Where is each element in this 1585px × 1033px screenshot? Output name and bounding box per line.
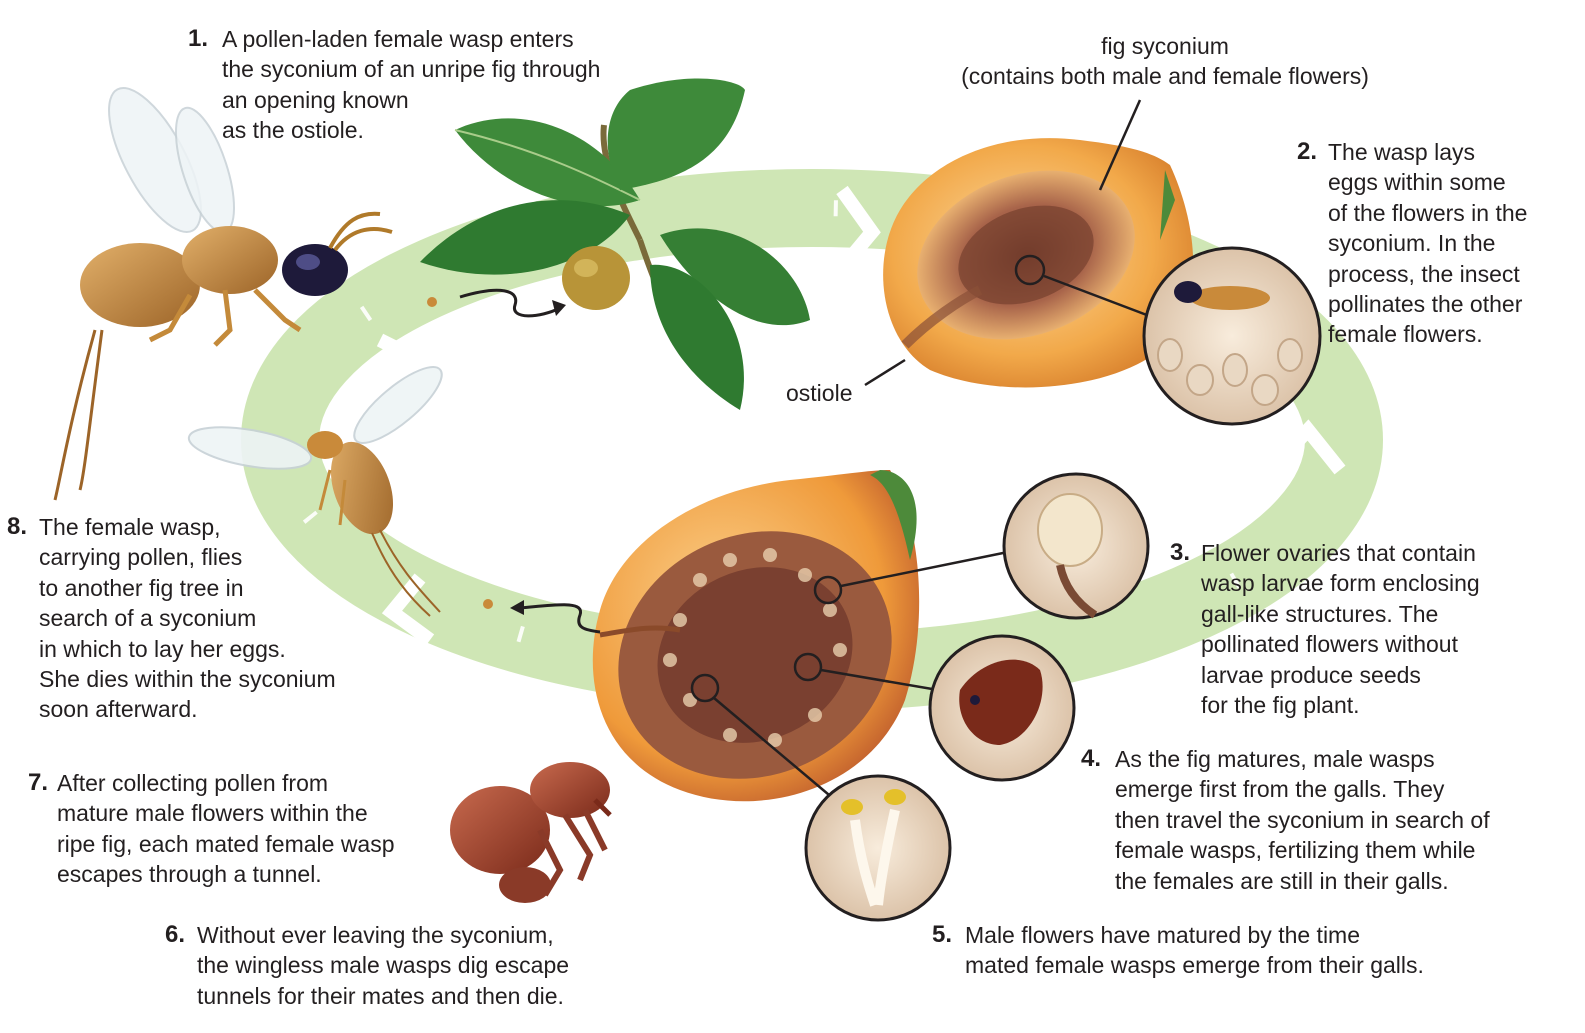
step-4: 4. As the fig matures, male wasps emerge… bbox=[1081, 744, 1561, 896]
step-number: 6. bbox=[165, 921, 186, 948]
step-text: The wasp lays eggs within some of the fl… bbox=[1328, 139, 1528, 348]
step-number: 5. bbox=[932, 921, 953, 948]
step-5: 5. Male flowers have matured by the time… bbox=[932, 920, 1532, 981]
male-wasp-wingless bbox=[450, 762, 612, 903]
step-number: 1. bbox=[188, 25, 209, 52]
step-text: The female wasp, carrying pollen, flies … bbox=[39, 514, 336, 723]
ostiole-label: ostiole bbox=[786, 380, 853, 406]
step-text: Flower ovaries that contain wasp larvae … bbox=[1201, 540, 1480, 719]
female-wasp-flying bbox=[187, 366, 443, 617]
fig-syconium-label: fig syconium (contains both male and fem… bbox=[961, 33, 1369, 89]
step-text: As the fig matures, male wasps emerge fi… bbox=[1115, 746, 1490, 894]
step-3: 3. Flower ovaries that contain wasp larv… bbox=[1170, 538, 1530, 720]
entry-arrow bbox=[459, 288, 561, 318]
unripe-fig bbox=[562, 246, 630, 310]
step-text: A pollen-laden female wasp enters the sy… bbox=[222, 26, 601, 144]
step-6: 6. Without ever leaving the syconium, th… bbox=[165, 920, 645, 1011]
exit-arrow bbox=[519, 603, 601, 634]
syconium-zoom-marker bbox=[1014, 254, 1046, 286]
step-number: 7. bbox=[28, 769, 49, 796]
step-text: Without ever leaving the syconium, the w… bbox=[197, 922, 570, 1009]
step-7: 7. After collecting pollen from mature m… bbox=[28, 768, 448, 890]
zoom-circle-gall bbox=[1002, 472, 1150, 620]
ripe-fig-cut bbox=[483, 470, 1009, 802]
step-number: 2. bbox=[1297, 138, 1318, 165]
step-number: 3. bbox=[1170, 539, 1191, 566]
step-text: After collecting pollen from mature male… bbox=[57, 770, 395, 888]
ostiole-pointer bbox=[864, 358, 906, 387]
fig-syconium-pointer bbox=[1098, 99, 1142, 191]
zoom-circle-egg-laying bbox=[1142, 246, 1322, 426]
step-text: Male flowers have matured by the time ma… bbox=[965, 922, 1424, 979]
fig-branch-illustration bbox=[420, 78, 810, 410]
step-number: 8. bbox=[7, 513, 28, 540]
zoom-circle-male-flowers bbox=[804, 774, 952, 922]
fig-syconium-cut bbox=[864, 99, 1194, 388]
female-wasp-large bbox=[53, 86, 393, 501]
step-1: 1. A pollen-laden female wasp enters the… bbox=[188, 24, 658, 146]
step-2: 2. The wasp lays eggs within some of the… bbox=[1297, 137, 1567, 350]
step-8: 8. The female wasp, carrying pollen, fli… bbox=[7, 512, 397, 725]
zoom-circle-male-emerging bbox=[928, 634, 1076, 782]
step-number: 4. bbox=[1081, 745, 1102, 772]
